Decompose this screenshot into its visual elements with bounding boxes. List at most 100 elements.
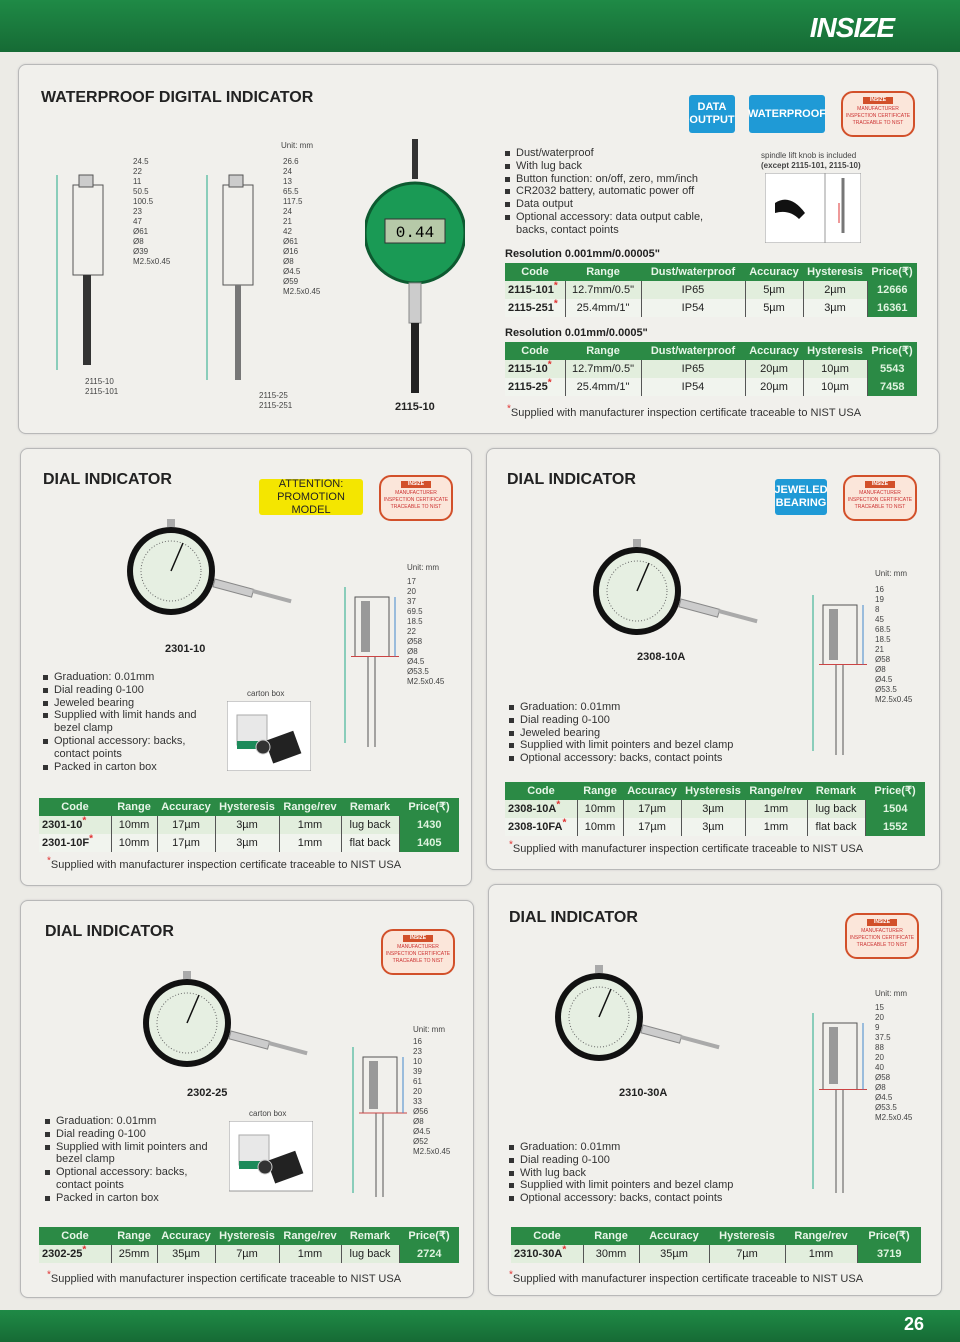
cell-text: 35µm <box>172 1248 200 1260</box>
cell-text: IP65 <box>681 363 705 375</box>
column-header: Range <box>583 1227 639 1245</box>
panel-dial-indicator-2301: DIAL INDICATOR ATTENTION: PROMOTION MODE… <box>20 448 472 886</box>
feature-item: Supplied with limit pointers and bezel c… <box>509 739 779 752</box>
dimension-label: Ø8 <box>875 1083 886 1092</box>
cell-text: 1504 <box>883 803 908 815</box>
column-header: Range <box>111 1227 157 1245</box>
feature-item: With lug back <box>505 160 715 173</box>
price-cell: 1430 <box>398 816 459 834</box>
dimension-label: Ø58 <box>407 637 423 646</box>
dimension-label: 23 <box>413 1047 422 1056</box>
dimension-label: 20 <box>407 587 416 596</box>
code-cell: 2308-10A* <box>505 800 577 818</box>
cell-text: 7458 <box>880 381 905 393</box>
dimension-label: Ø61 <box>133 227 149 236</box>
cell-text: 5µm <box>763 302 785 314</box>
dimension-label: 24.5 <box>133 157 149 166</box>
dimension-label: M2.5x0.45 <box>133 257 171 266</box>
cell-text: flat back <box>815 821 857 833</box>
price-cell: 16361 <box>866 299 917 317</box>
table-cell: IP65 <box>640 360 745 378</box>
cell-text: 2115-25 <box>508 381 548 393</box>
cell-text: 2308-10A <box>508 803 557 815</box>
dimension-label: 40 <box>875 1063 884 1072</box>
feature-item: Graduation: 0.01mm <box>45 1115 225 1128</box>
dimension-label: 33 <box>413 1097 422 1106</box>
cell-text: 2302-25 <box>42 1248 83 1260</box>
cell-text: 17µm <box>172 837 200 849</box>
cell-text: 17µm <box>638 803 666 815</box>
certificate-note: *Supplied with manufacturer inspection c… <box>47 855 402 871</box>
code-cell: 2115-10* <box>505 360 565 378</box>
product-label: 2301-10 <box>165 643 206 655</box>
column-header: Code <box>511 1227 583 1245</box>
panel-waterproof-digital-indicator: WATERPROOF DIGITAL INDICATOR DATA OUTPUT… <box>18 64 938 434</box>
feature-item: Jeweled bearing <box>509 727 779 740</box>
dimension-label: 15 <box>875 1003 884 1012</box>
dimension-label: 68.5 <box>875 625 891 634</box>
cell-text: 3µm <box>236 837 258 849</box>
dimension-label: 65.5 <box>283 187 299 196</box>
unit-label: Unit: mm <box>407 563 439 572</box>
inset-caption: (except 2115-101, 2115-10) <box>761 161 861 170</box>
dial-indicator-image <box>127 519 292 615</box>
cell-text: 12.7mm/0.5" <box>572 363 634 375</box>
table-cell: flat back <box>806 818 865 836</box>
dimension-label: Ø8 <box>875 665 886 674</box>
header-bar: INSIZE <box>0 0 960 52</box>
column-header: Range <box>565 342 641 360</box>
table-cell: 3µm <box>214 834 279 852</box>
table-cell: 1mm <box>744 800 807 818</box>
code-cell: 2308-10FA* <box>505 818 577 836</box>
nist-asterisk: * <box>82 815 87 827</box>
nist-asterisk: * <box>553 280 558 292</box>
feature-item: With lug back <box>509 1167 779 1180</box>
feature-item: Dial reading 0-100 <box>43 684 213 697</box>
dimension-label: Ø53.5 <box>407 667 429 676</box>
feature-item: Graduation: 0.01mm <box>43 671 213 684</box>
cell-text: IP54 <box>681 302 705 314</box>
column-header: Range <box>577 782 623 800</box>
cell-text: 17µm <box>172 819 200 831</box>
technical-drawing <box>352 1047 407 1197</box>
dimension-label: 47 <box>133 217 142 226</box>
nist-asterisk: * <box>89 833 93 845</box>
cell-text: 3µm <box>824 302 846 314</box>
cell-text: 20µm <box>760 381 788 393</box>
table-cell: 12.7mm/0.5" <box>564 360 641 378</box>
column-header: Remark <box>807 782 865 800</box>
table-cell: 5µm <box>744 299 803 317</box>
feature-item: CR2032 battery, automatic power off <box>505 185 715 198</box>
column-header: Price(₹) <box>857 1227 921 1245</box>
feature-item: Supplied with limit hands and bezel clam… <box>43 709 213 735</box>
cell-text: lug back <box>349 1248 391 1260</box>
dimension-label: 19 <box>875 595 884 604</box>
feature-item: Jeweled bearing <box>43 697 213 710</box>
dimension-label: 8 <box>875 605 880 614</box>
cell-text: 10µm <box>821 381 849 393</box>
dimension-label: Ø52 <box>413 1137 429 1146</box>
table-cell: 7µm <box>214 1245 279 1263</box>
dimension-label: 10 <box>413 1057 422 1066</box>
table-cell: 25.4mm/1" <box>564 378 641 396</box>
product-label: 2308-10A <box>637 651 686 663</box>
table-cell: 10µm <box>802 378 867 396</box>
badge-waterproof: WATERPROOF <box>748 95 826 133</box>
feature-item: Graduation: 0.01mm <box>509 1141 779 1154</box>
column-header: Hysteresis <box>709 1227 785 1245</box>
product-label: 2115-10 <box>395 401 435 413</box>
table-cell: 10mm <box>110 816 157 834</box>
nist-asterisk: * <box>562 817 567 829</box>
table-cell: lug back <box>340 1245 399 1263</box>
